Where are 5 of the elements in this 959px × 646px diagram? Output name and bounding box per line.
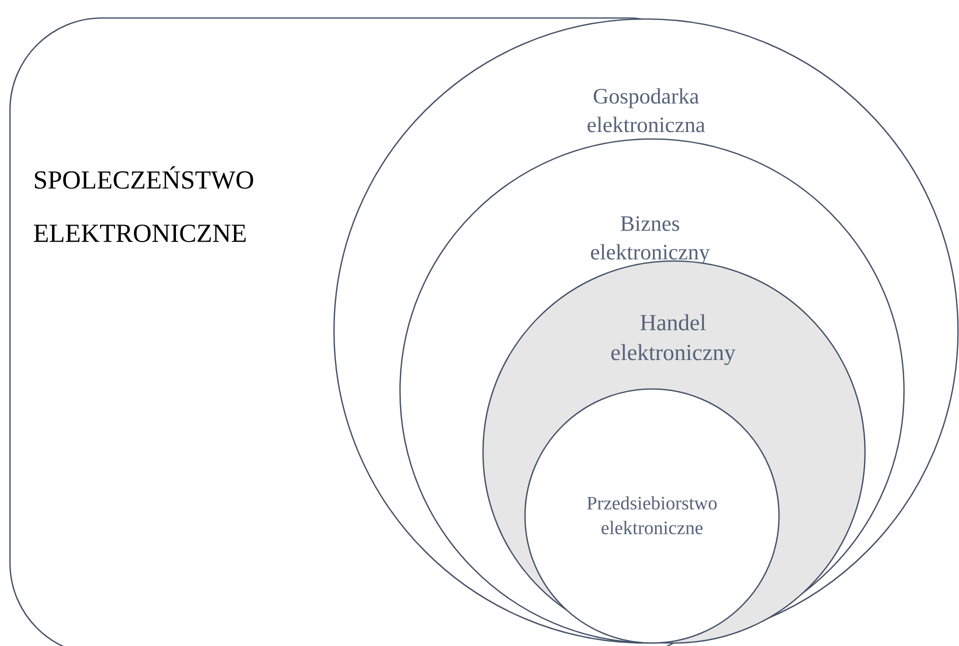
circle-label: Handel elektroniczny (611, 314, 736, 366)
circle-label: Przedsiebiorstwo elektroniczne (587, 496, 717, 534)
circle-label: Biznes elektroniczny (591, 216, 710, 264)
circle-label: Gospodarka elektroniczna (588, 88, 705, 132)
frame-label: SPOLECZEŃSTWO ELEKTRONICZNE (34, 166, 254, 242)
